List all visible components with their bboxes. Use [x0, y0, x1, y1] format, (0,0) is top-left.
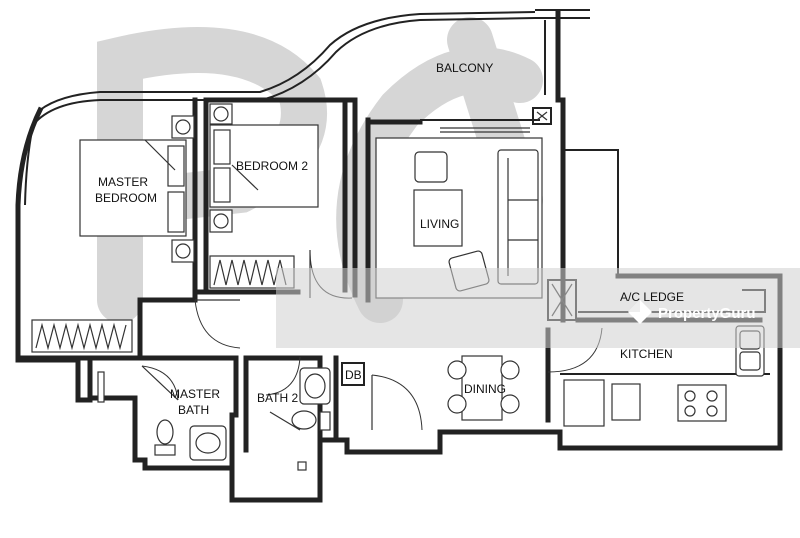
dining-table	[447, 355, 520, 421]
label-dining: DINING	[464, 382, 506, 396]
label-bedroom2: BEDROOM 2	[236, 159, 308, 173]
wardrobe-master	[31, 319, 133, 353]
bedroom2-bed	[209, 103, 319, 233]
propertyguru-brand: PropertyGuru	[658, 305, 756, 322]
label-living: LIVING	[420, 217, 459, 231]
label-bath2: BATH 2	[257, 391, 298, 405]
master-bed	[79, 115, 195, 263]
label-kitchen: KITCHEN	[620, 347, 673, 361]
label-master-bath-2: BATH	[178, 403, 209, 417]
propertyguru-logo-icon	[628, 300, 652, 324]
master-bath-fixtures	[97, 371, 227, 461]
label-ac-ledge: A/C LEDGE	[620, 290, 684, 304]
label-master-bath-1: MASTER	[170, 387, 220, 401]
db-box	[341, 362, 365, 386]
label-balcony: BALCONY	[436, 61, 493, 75]
propertyguru-watermark: PropertyGuru	[276, 268, 800, 348]
label-master-bedroom-2: BEDROOM	[95, 191, 157, 205]
room-labels: BALCONY MASTER BEDROOM BEDROOM 2 LIVING …	[95, 61, 684, 417]
label-master-bedroom-1: MASTER	[98, 175, 148, 189]
label-db: DB	[345, 368, 362, 382]
bath2-fixtures	[291, 367, 331, 471]
